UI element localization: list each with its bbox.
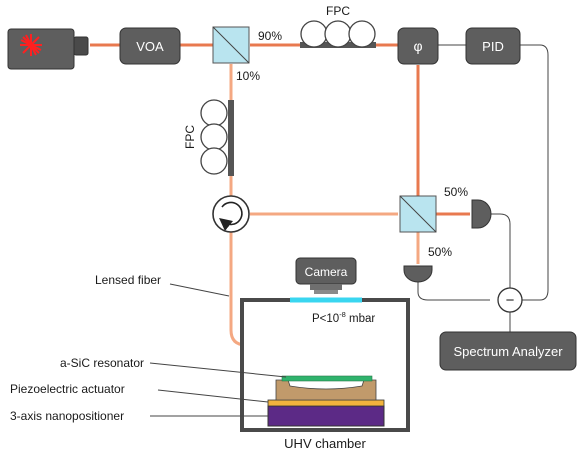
laser-source: [7, 28, 89, 70]
fpc-top-label: FPC: [326, 4, 350, 18]
voa-box: [119, 27, 181, 65]
nanopositioner: [267, 405, 385, 427]
bs1-tap-ratio: 10%: [236, 69, 260, 83]
photodetector-right-icon: [471, 199, 492, 229]
laser-star-icon: [20, 34, 42, 56]
photodetector-bottom-icon: [403, 265, 433, 283]
wire-pid-feedback: [520, 44, 549, 301]
pressure-label: P<10-8 mbar: [312, 310, 375, 325]
callout-line-resonator: [149, 362, 287, 378]
fpc-top: [300, 20, 376, 48]
callout-line-fiber: [169, 283, 230, 297]
circulator-icon: [212, 195, 250, 233]
piezo-actuator: [267, 399, 385, 407]
wire-det-bottom: [417, 280, 490, 301]
bs2-ratio-b: 50%: [428, 245, 452, 259]
resonator-label: a-SiC resonator: [60, 356, 144, 370]
spectrum-analyzer-box: [439, 331, 577, 371]
fpc-left: [200, 99, 234, 176]
subtractor-icon: [497, 287, 523, 313]
resonator-cavity: [287, 379, 365, 390]
voa-label: VOA: [136, 39, 164, 54]
sic-resonator: [281, 375, 373, 382]
beam-splitter-2: [399, 195, 437, 233]
chamber-label: UHV chamber: [284, 436, 366, 451]
callout-line-piezo: [157, 389, 269, 403]
beam-splitter-1: [212, 26, 250, 64]
subtractor-sign: −: [506, 292, 515, 309]
bs2-ratio-a: 50%: [444, 185, 468, 199]
spectrum-analyzer-label: Spectrum Analyzer: [453, 344, 563, 359]
wire-det-right: [490, 213, 511, 288]
piezo-label: Piezoelectric actuator: [10, 382, 125, 396]
lensed-fiber-label: Lensed fiber: [95, 273, 161, 287]
bs1-pass-ratio: 90%: [258, 29, 282, 43]
fpc-left-label: FPC: [183, 125, 197, 149]
nanopositioner-label: 3-axis nanopositioner: [10, 409, 124, 423]
pid-box: [465, 27, 521, 65]
camera-icon: [295, 257, 357, 294]
phase-label: φ: [413, 38, 422, 54]
camera-label: Camera: [305, 265, 348, 279]
pid-label: PID: [482, 39, 504, 54]
phase-shifter-box: [397, 27, 439, 65]
